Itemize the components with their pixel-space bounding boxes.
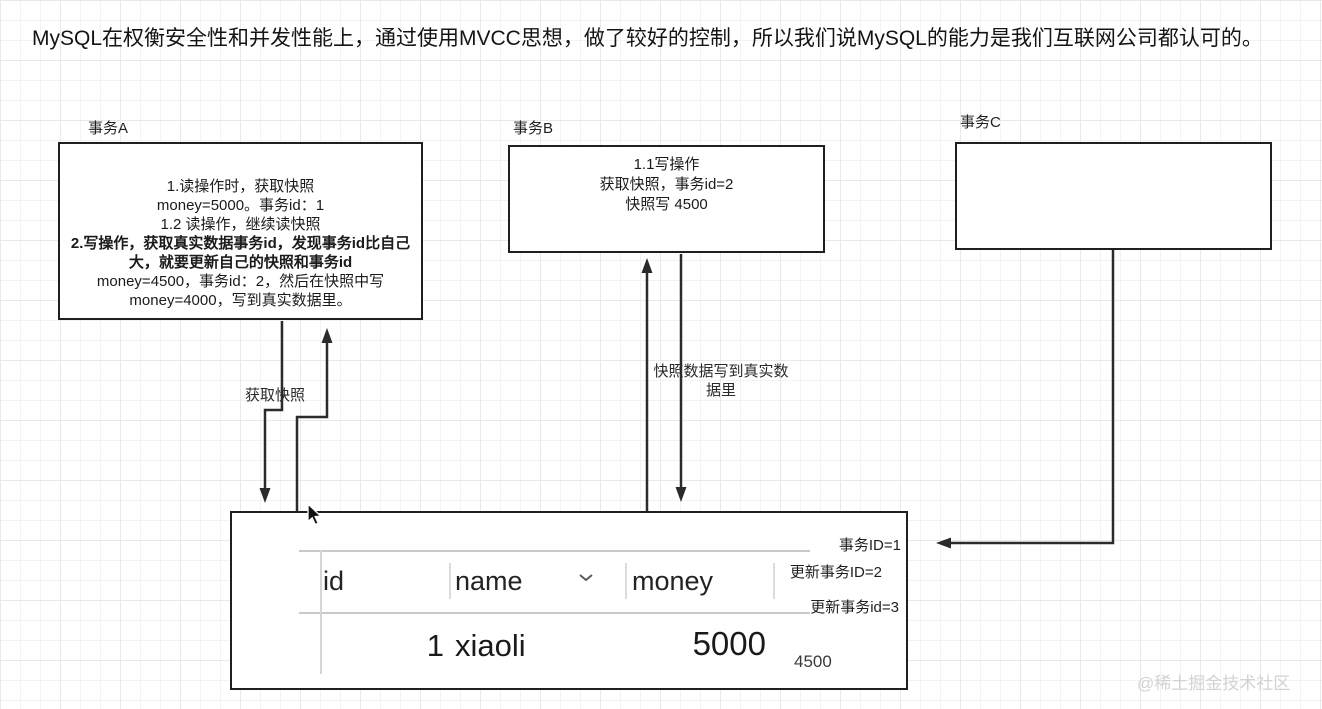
transaction-a-label: 事务A: [88, 120, 129, 137]
page-title: MySQL在权衡安全性和并发性能上，通过使用MVCC思想，做了较好的控制，所以我…: [32, 27, 1263, 50]
column-separator: [625, 563, 627, 599]
tx-a-line: 1.2 读操作，继续读快照: [160, 216, 321, 233]
column-separator: [449, 563, 451, 599]
tx-b-line: 获取快照，事务id=2: [599, 176, 734, 193]
write-snapshot-label: 快照数据写到真实数据里: [653, 363, 789, 399]
transaction-b-box: 1.1写操作 获取快照，事务id=2 快照写 4500: [508, 145, 825, 253]
table-header-rule: [299, 612, 810, 614]
transaction-c-label: 事务C: [960, 114, 1001, 131]
transaction-a-box: 1.读操作时，获取快照 money=5000。事务id：1 1.2 读操作，继续…: [58, 142, 423, 320]
tx-a-line: money=4500，事务id：2，然后在快照中写: [96, 273, 385, 290]
arrowhead-up-b: [641, 258, 653, 273]
tx-b-line: 快照写 4500: [625, 196, 708, 213]
tx-a-line: 1.读操作时，获取快照: [166, 178, 315, 195]
row-cell-money: 5000: [692, 625, 766, 662]
table-top-rule: [299, 550, 810, 552]
arrow-c-to-table: [949, 250, 1115, 545]
watermark: @稀土掘金技术社区: [1137, 674, 1291, 693]
arrowhead-down-a: [259, 488, 271, 503]
column-header-money: money: [632, 566, 714, 596]
annotation-update-tx-id-3: 更新事务id=3: [810, 599, 899, 616]
column-header-id: id: [323, 566, 345, 596]
tx-a-line: 大，就要更新自己的快照和事务id: [128, 254, 353, 271]
transaction-c-box: [955, 142, 1272, 250]
transaction-b-label: 事务B: [513, 120, 554, 137]
arrowhead-left-c: [936, 537, 951, 549]
table-left-rule: [320, 550, 322, 674]
pending-money-value: 4500: [794, 652, 832, 671]
arrow-table-to-a: [295, 341, 329, 511]
arrowhead-up-a: [321, 328, 333, 343]
tx-a-line: money=4000，写到真实数据里。: [129, 292, 352, 309]
annotation-tx-id-1: 事务ID=1: [838, 537, 901, 554]
chevron-down-icon: [579, 574, 593, 582]
column-header-name: name: [455, 566, 523, 596]
arrowhead-down-b: [675, 487, 687, 502]
tx-b-line: 1.1写操作: [633, 156, 700, 173]
row-cell-id: 1: [426, 628, 444, 663]
mouse-cursor-icon: [307, 503, 323, 526]
column-separator: [773, 563, 775, 599]
arrow-a-to-table: [263, 321, 284, 490]
transaction-a-text: 1.读操作时，获取快照 money=5000。事务id：1 1.2 读操作，继续…: [60, 177, 421, 310]
annotation-update-tx-id-2: 更新事务ID=2: [789, 564, 882, 581]
get-snapshot-label: 获取快照: [245, 387, 306, 404]
data-table-panel: id name money 事务ID=1 更新事务ID=2 更新事务id=3 1…: [230, 511, 908, 690]
tx-a-line: 2.写操作，获取真实数据事务id，发现事务id比自己: [70, 235, 411, 252]
tx-a-line: money=5000。事务id：1: [156, 197, 325, 214]
row-cell-name: xiaoli: [455, 628, 526, 663]
transaction-b-text: 1.1写操作 获取快照，事务id=2 快照写 4500: [510, 155, 823, 215]
